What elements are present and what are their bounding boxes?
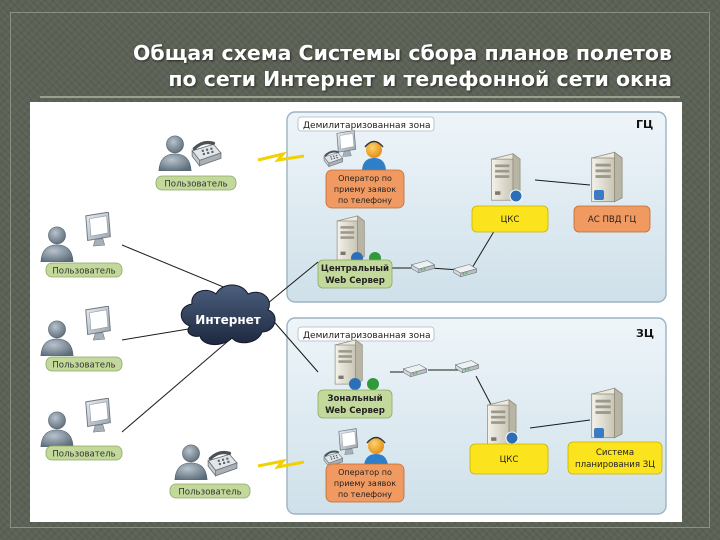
zone-label-top: Демилитаризованная зона xyxy=(303,121,431,131)
database-icon xyxy=(594,190,604,200)
zone-label-box-bottom xyxy=(297,326,435,342)
operator-head-icon xyxy=(366,142,382,158)
as-label: АС ПВД ГЦ xyxy=(588,215,637,225)
phone-icon xyxy=(190,140,222,168)
user-icon xyxy=(158,135,192,171)
title-divider xyxy=(40,96,680,98)
phone-icon xyxy=(206,450,238,478)
central-server-label-line-2: Web Сервер xyxy=(325,276,385,286)
cks-label-box xyxy=(469,443,549,475)
user-label: Пользователь xyxy=(52,450,115,460)
operator-head-icon xyxy=(368,438,384,454)
internet-label: Интернет xyxy=(195,313,260,327)
zonal-server-label-box xyxy=(317,389,393,419)
user-label-box xyxy=(45,262,123,278)
cks-bottom: ЦКС xyxy=(469,399,549,475)
planning-label-box xyxy=(567,441,663,475)
central-server-label-line-1: Центральный xyxy=(321,264,389,274)
user-label: Пользователь xyxy=(52,267,115,277)
globe-icon xyxy=(509,189,523,203)
pc-user-3: Пользователь xyxy=(40,398,123,461)
operator-label-box xyxy=(325,463,405,503)
zone-label-box-top xyxy=(297,116,435,132)
title-line-2: по сети Интернет и телефонной сети окна xyxy=(168,67,672,91)
monitor-icon xyxy=(85,306,111,341)
operator-bottom: Оператор по приему заявок по телефону xyxy=(322,428,405,503)
cks-label-box xyxy=(471,205,549,233)
lightning-icon-top xyxy=(257,151,305,163)
headset-icon xyxy=(364,140,384,148)
pc-user-2: Пользователь xyxy=(40,306,123,372)
user-icon xyxy=(40,411,74,447)
user-label: Пользователь xyxy=(52,361,115,371)
zonal-web-server: Зональный Web Сервер xyxy=(317,339,393,419)
as-label-box xyxy=(573,205,651,233)
slide-title: Общая схема Системы сбора планов полетов… xyxy=(52,40,672,92)
user-label-box xyxy=(155,175,237,191)
user-label: Пользователь xyxy=(178,488,241,498)
phone-user-1: Пользователь xyxy=(155,135,237,191)
cks-top: ЦКС xyxy=(471,153,549,233)
cks-label: ЦКС xyxy=(501,215,520,225)
database-icon xyxy=(594,428,604,438)
operator-label-line-1: Оператор по xyxy=(338,468,392,477)
user-label-box xyxy=(45,445,123,461)
operator-body-icon xyxy=(364,454,388,466)
planning-system: Система планирования ЗЦ xyxy=(567,387,663,475)
link-cks-as xyxy=(534,179,591,186)
diagram-canvas: Демилитаризованная зона Демилитаризованн… xyxy=(30,102,682,522)
user-label-box xyxy=(45,356,123,372)
central-server-label-box xyxy=(317,259,393,289)
zone-tag-bottom: ЗЦ xyxy=(636,327,654,340)
link-internet-central xyxy=(261,261,319,309)
zonal-server-label-line-1: Зональный xyxy=(327,394,382,404)
internet-cloud: Интернет xyxy=(180,284,276,345)
user-label-box xyxy=(169,483,251,499)
phone-user-2: Пользователь xyxy=(169,444,251,499)
operator-label-box xyxy=(325,169,405,209)
user-icon xyxy=(40,320,74,356)
network-diagram: Демилитаризованная зона Демилитаризованн… xyxy=(40,111,667,515)
operator-label-line-3: по телефону xyxy=(338,490,392,499)
operator-body-icon xyxy=(362,158,386,170)
operator-label-line-1: Оператор по xyxy=(338,174,392,183)
web-globe-icon xyxy=(349,378,361,390)
lightning-icon-bottom xyxy=(257,458,305,470)
cloud-icon xyxy=(180,284,276,345)
operator-top: Оператор по приему заявок по телефону xyxy=(322,130,405,209)
zonal-server-label-line-2: Web Сервер xyxy=(325,406,385,416)
user-icon xyxy=(40,226,74,262)
monitor-icon xyxy=(85,212,111,247)
headset-icon xyxy=(366,436,386,444)
title-line-1: Общая схема Системы сбора планов полетов xyxy=(133,41,672,65)
user-label: Пользователь xyxy=(164,180,227,190)
operator-label-line-2: приему заявок xyxy=(334,185,396,194)
monitor-icon xyxy=(85,398,111,433)
server-icon xyxy=(334,339,363,385)
web-globe-icon xyxy=(367,378,379,390)
operator-label-line-3: по телефону xyxy=(338,196,392,205)
planning-label-line-2: планирования ЗЦ xyxy=(575,460,655,470)
pc-user-1: Пользователь xyxy=(40,212,123,278)
link-cks-planning xyxy=(529,419,591,429)
globe-icon xyxy=(505,431,519,445)
cks-label: ЦКС xyxy=(500,455,519,465)
central-web-server: Центральный Web Сервер xyxy=(317,215,393,289)
user-icon xyxy=(174,444,208,480)
planning-label-line-1: Система xyxy=(596,448,634,458)
slide-frame xyxy=(10,12,710,528)
operator-label-line-2: приему заявок xyxy=(334,479,396,488)
zone-label-bottom: Демилитаризованная зона xyxy=(303,331,431,341)
as-pvd-gc: АС ПВД ГЦ xyxy=(573,151,651,233)
zone-tag-top: ГЦ xyxy=(636,118,653,131)
